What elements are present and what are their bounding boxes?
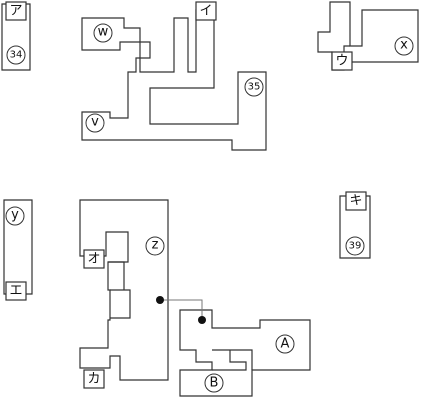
room-y-outline [3,199,33,295]
door-e-label: エ [9,284,22,299]
connector-line [160,299,203,320]
marker-z: z [145,236,165,256]
door-u: ウ [331,51,353,71]
door-u-label: ウ [335,54,348,69]
door-e: エ [5,281,27,301]
door-o-label: オ [87,252,100,267]
marker-y: y [5,206,25,226]
door-i-label: イ [199,4,212,19]
marker-35: 35 [244,77,264,97]
door-o: オ [83,249,105,269]
marker-w: w [93,23,113,43]
room-z-outline [79,199,169,381]
marker-39: 39 [345,236,365,256]
room-z-inner-walls [108,261,131,319]
door-a: ア [5,1,27,21]
connector-dot-z [156,296,164,304]
connector-dot-a [198,316,206,324]
marker-z-label: z [152,238,159,253]
marker-y-label: y [11,208,19,223]
marker-B-label: B [210,376,219,391]
room-a-b-inner-walls [212,349,253,371]
marker-w-label: w [98,25,109,40]
door-ka: カ [83,369,105,389]
door-ki: キ [345,191,367,211]
marker-A-label: A [281,337,290,352]
marker-v-label: v [91,115,99,130]
room-w-v-35-outline [81,9,267,151]
door-ki-label: キ [349,194,362,209]
marker-x: x [394,36,414,56]
room-a-b-outline [179,309,311,397]
marker-34: 34 [6,45,26,65]
marker-A: A [275,334,295,354]
marker-35-label: 35 [248,82,261,93]
marker-x-label: x [400,38,408,53]
door-ka-label: カ [87,372,100,387]
marker-B: B [204,373,224,393]
door-i: イ [195,1,217,21]
marker-34-label: 34 [10,50,23,61]
door-a-label: ア [9,4,22,19]
marker-v: v [85,113,105,133]
marker-39-label: 39 [349,241,362,252]
